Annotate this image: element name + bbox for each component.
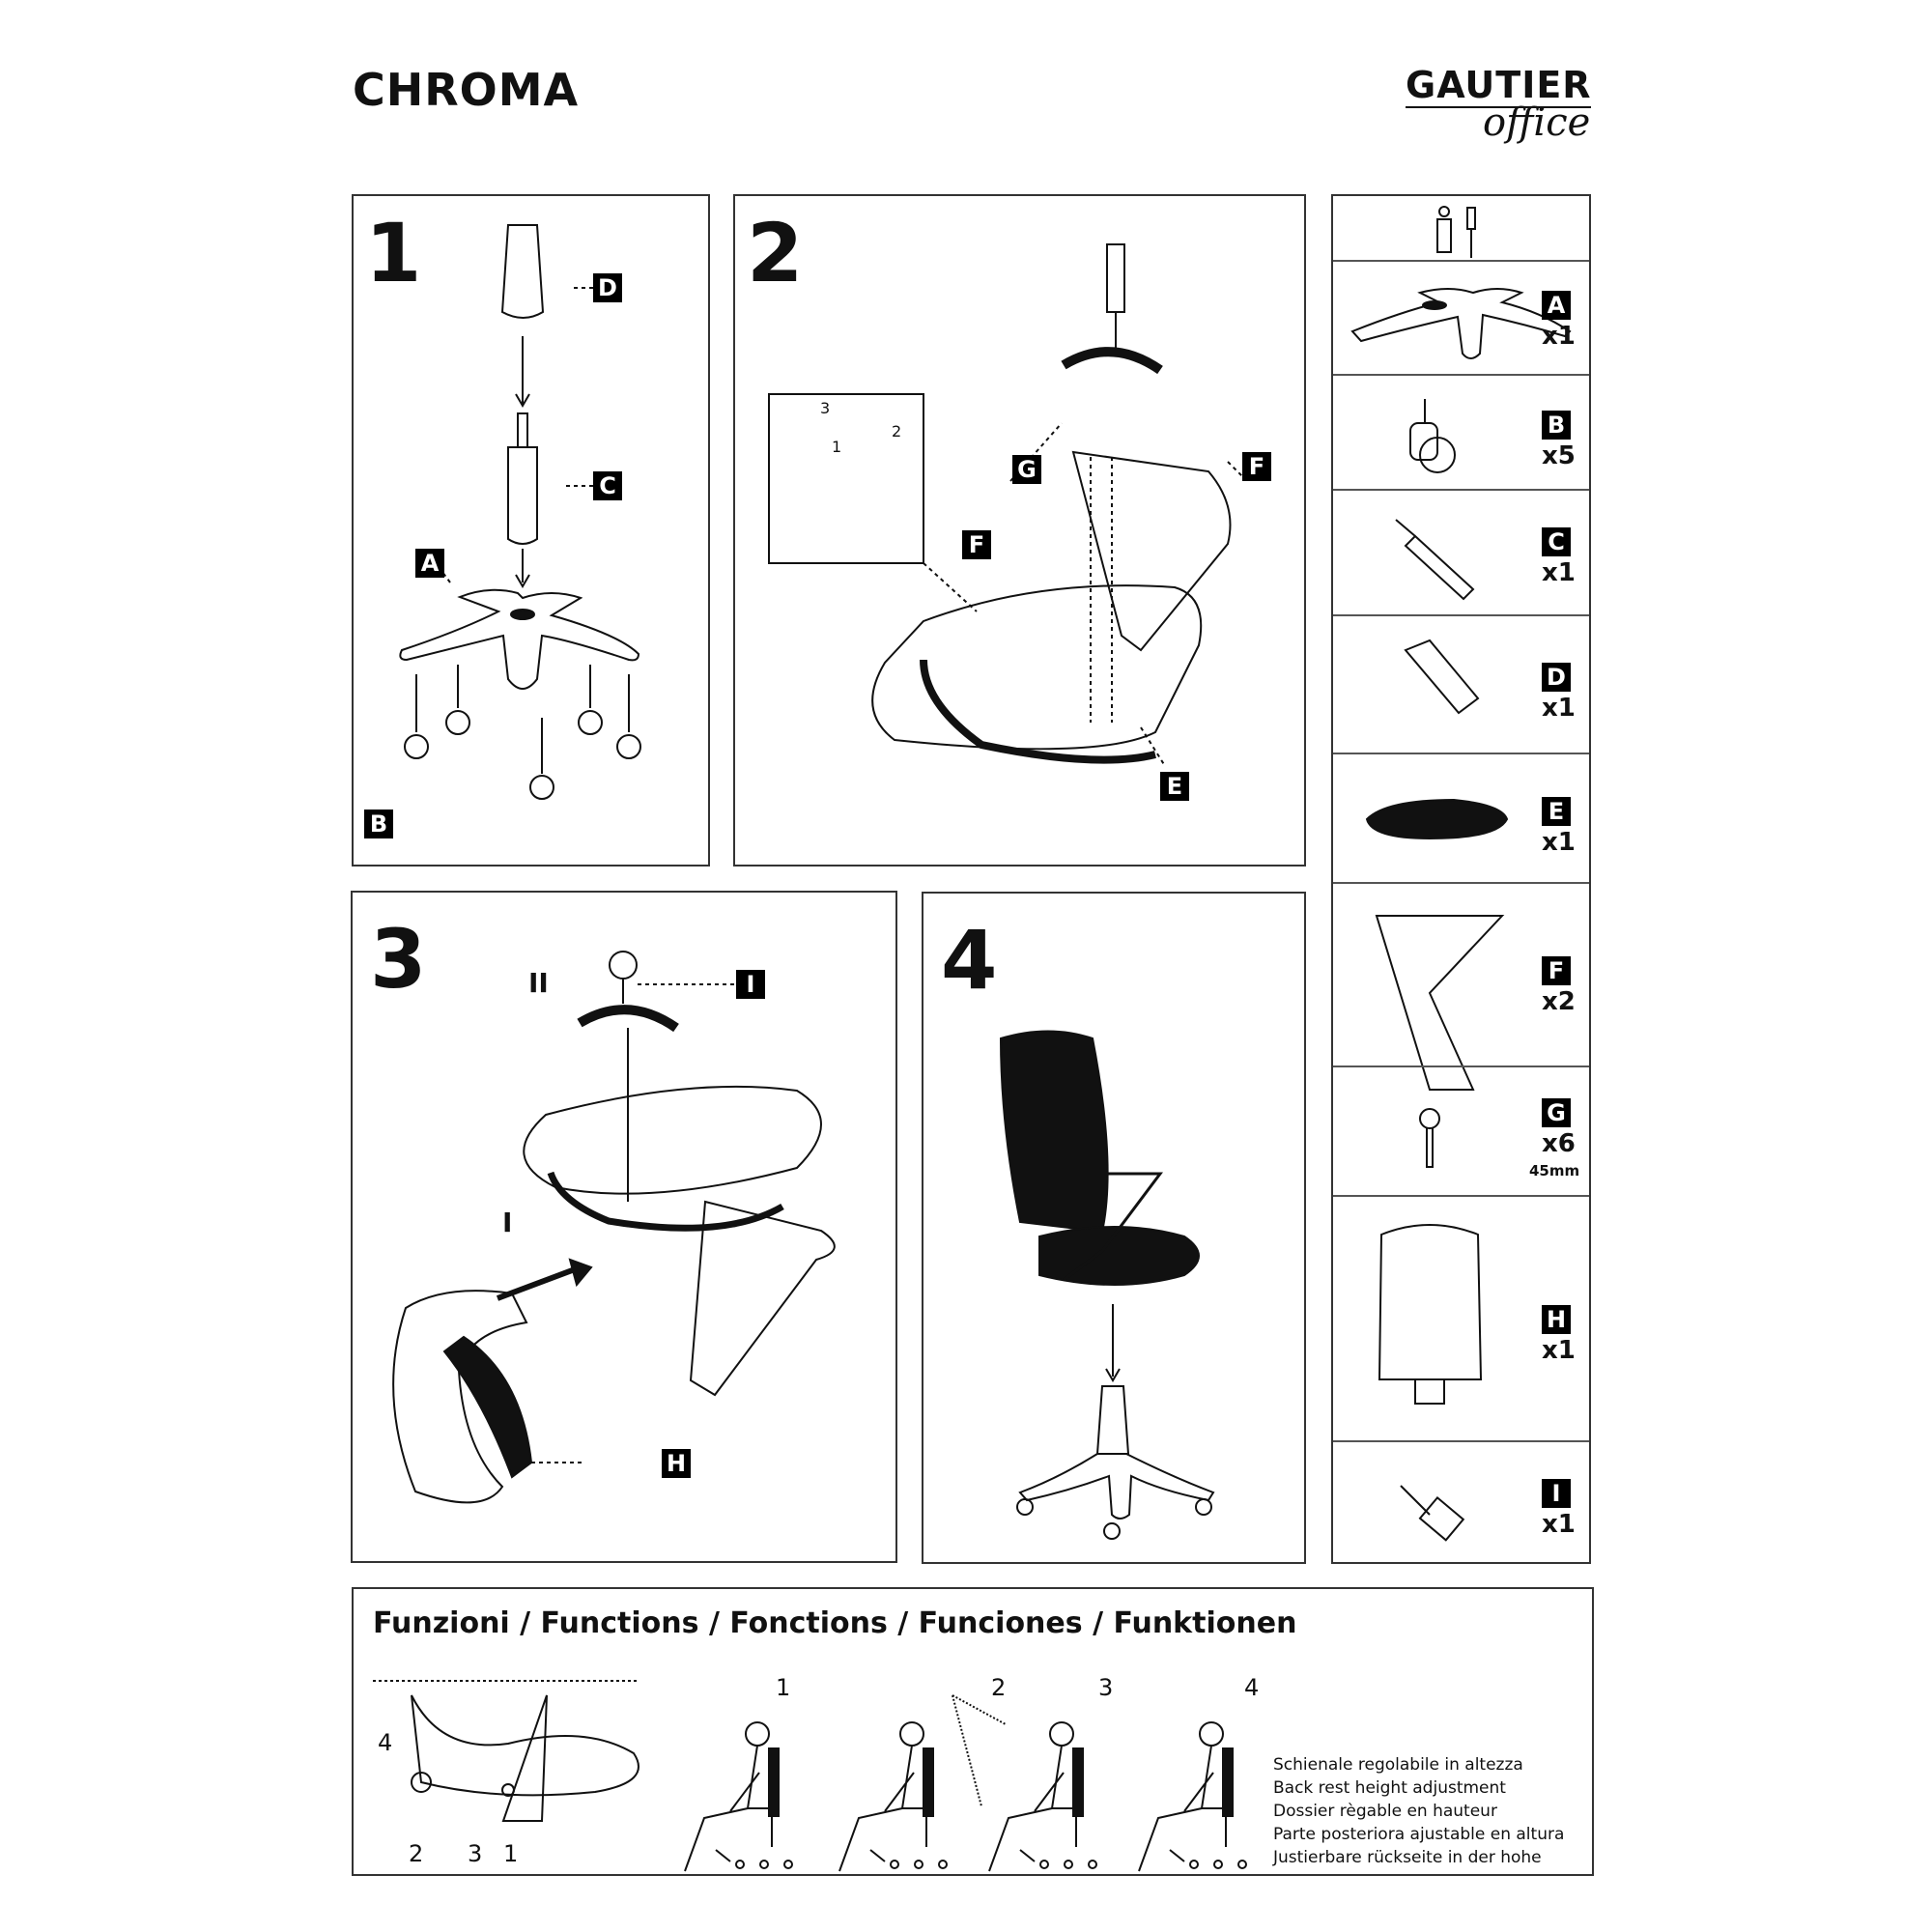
step-number: 1: [365, 206, 422, 300]
part-g-length: 45mm: [1529, 1162, 1580, 1179]
row-divider: [1333, 753, 1589, 754]
row-divider: [1333, 882, 1589, 884]
part-h-letter: H: [1542, 1305, 1571, 1334]
figure-number-2: 2: [991, 1674, 1007, 1701]
figure-number-1: 1: [776, 1674, 791, 1701]
part-b-qty: x5: [1542, 441, 1576, 470]
part-g-letter: G: [1542, 1098, 1571, 1127]
step-3-panel: 3 II I I H: [351, 891, 897, 1563]
part-e-letter: E: [1542, 797, 1571, 826]
part-i-qty: x1: [1542, 1510, 1576, 1539]
part-label-f: F: [962, 530, 991, 559]
brand-logo-sub: office: [1483, 100, 1591, 145]
step-number: 2: [747, 206, 804, 300]
part-label-b: B: [364, 810, 393, 838]
part-d-qty: x1: [1542, 694, 1576, 723]
row-divider: [1333, 374, 1589, 376]
backrest-assembly-illustration: [392, 951, 836, 1504]
step-number: 4: [941, 913, 998, 1008]
diagram-number-4: 4: [378, 1729, 393, 1756]
function-description: Schienale regolabile in altezza Back res…: [1273, 1753, 1564, 1869]
row-divider: [1333, 1065, 1589, 1067]
part-g-qty: x6: [1542, 1129, 1576, 1158]
diagram-number-1: 1: [503, 1840, 519, 1867]
step-number: 3: [370, 912, 427, 1007]
description-fr: Dossier règable en hauteur: [1273, 1802, 1497, 1821]
part-c-letter: C: [1542, 527, 1571, 556]
part-a-qty: x1: [1542, 322, 1576, 351]
figure-number-4: 4: [1244, 1674, 1260, 1701]
final-assembly-illustration: [999, 1030, 1215, 1540]
row-divider: [1333, 1195, 1589, 1197]
inset-number-2: 2: [892, 422, 902, 440]
part-label-g: G: [1012, 455, 1041, 484]
description-en: Back rest height adjustment: [1273, 1778, 1506, 1798]
base-assembly-illustration: [399, 224, 641, 800]
parts-illustrations: [1350, 206, 1572, 1542]
step-2-panel: 2 3 1 2 G F F E: [733, 194, 1306, 867]
inset-number-1: 1: [832, 438, 842, 456]
part-label-i: I: [736, 970, 765, 999]
part-label-e: E: [1160, 772, 1189, 801]
row-divider: [1333, 614, 1589, 616]
functions-title: Funzioni / Functions / Fonctions / Funci…: [373, 1606, 1297, 1640]
logo-divider: [1406, 106, 1591, 108]
part-i-letter: I: [1542, 1479, 1571, 1508]
part-c-qty: x1: [1542, 558, 1576, 587]
part-h-qty: x1: [1542, 1336, 1576, 1365]
description-de: Justierbare rückseite in der hohe: [1273, 1848, 1542, 1867]
description-it: Schienale regolabile in altezza: [1273, 1755, 1523, 1775]
part-a-letter: A: [1542, 291, 1571, 320]
seat-assembly-illustration: [768, 243, 1243, 767]
figure-number-3: 3: [1098, 1674, 1114, 1701]
step-1-panel: 1 D C A B: [352, 194, 710, 867]
document-title: CHROMA: [353, 64, 580, 116]
brand-logo: GAUTIER: [1406, 64, 1592, 106]
marker-ii: II: [528, 967, 549, 999]
row-divider: [1333, 1440, 1589, 1442]
part-label-c: C: [593, 471, 622, 500]
part-e-qty: x1: [1542, 828, 1576, 857]
part-label-d: D: [593, 273, 622, 302]
row-divider: [1333, 260, 1589, 262]
functions-illustrations: [373, 1680, 1247, 1872]
row-divider: [1333, 489, 1589, 491]
diagram-number-3: 3: [468, 1840, 483, 1867]
part-b-letter: B: [1542, 411, 1571, 440]
part-label-f: F: [1242, 452, 1271, 481]
part-d-letter: D: [1542, 663, 1571, 692]
part-f-qty: x2: [1542, 987, 1576, 1016]
marker-i: I: [502, 1207, 513, 1238]
part-label-a: A: [415, 549, 444, 578]
part-f-letter: F: [1542, 956, 1571, 985]
part-label-h: H: [662, 1449, 691, 1478]
step-4-panel: 4: [922, 892, 1306, 1564]
functions-panel: Funzioni / Functions / Fonctions / Funci…: [352, 1587, 1594, 1876]
inset-number-3: 3: [820, 399, 831, 417]
description-es: Parte posteriora ajustable en altura: [1273, 1825, 1565, 1844]
diagram-number-2: 2: [409, 1840, 424, 1867]
